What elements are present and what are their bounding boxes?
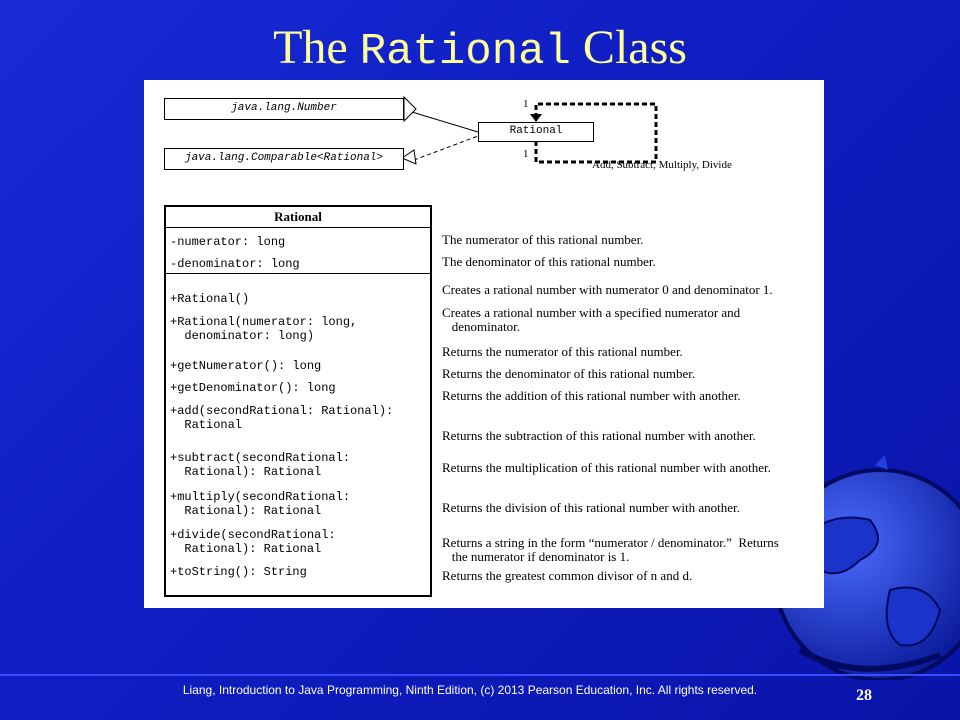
method-multiply: +multiply(secondRational: Rational): Rat… (170, 490, 351, 518)
desc-divide: Returns the division of this rational nu… (442, 500, 740, 515)
slide-title: The Rational Class (0, 18, 960, 82)
desc-denominator: The denominator of this rational number. (442, 254, 656, 269)
field-denominator: -denominator: long (170, 257, 300, 271)
multiplicity-top: 1 (523, 98, 529, 110)
desc-add: Returns the addition of this rational nu… (442, 388, 741, 403)
comparable-interface-label: java.lang.Comparable<Rational> (184, 152, 384, 164)
number-interface-label: java.lang.Number (231, 102, 337, 114)
number-interface-box: java.lang.Number (164, 98, 404, 120)
desc-subtract: Returns the subtraction of this rational… (442, 428, 756, 443)
title-code: Rational (359, 27, 571, 77)
desc-get-numerator: Returns the numerator of this rational n… (442, 344, 683, 359)
field-numerator: -numerator: long (170, 235, 286, 249)
self-association-label: Add, Subtract, Multiply, Divide (592, 159, 732, 171)
title-post: Class (570, 21, 687, 74)
uml-connectors (400, 95, 658, 165)
method-add: +add(secondRational: Rational): Rational (170, 404, 394, 432)
method-get-numerator: +getNumerator(): long (170, 359, 322, 373)
desc-constructor-default: Creates a rational number with numerator… (442, 282, 773, 297)
slide-footer: Liang, Introduction to Java Programming,… (182, 683, 758, 697)
footer-divider (0, 674, 960, 676)
method-get-denominator: +getDenominator(): long (170, 381, 336, 395)
multiplicity-bottom: 1 (523, 148, 529, 160)
method-subtract: +subtract(secondRational: Rational): Rat… (170, 451, 351, 479)
rational-small-box: Rational (478, 122, 594, 142)
page-number: 28 (856, 687, 872, 704)
class-fields (166, 228, 430, 274)
title-pre: The (273, 21, 360, 74)
desc-numerator: The numerator of this rational number. (442, 232, 644, 247)
method-constructor-default: +Rational() (170, 292, 250, 306)
method-to-string: +toString(): String (170, 565, 307, 579)
method-constructor-args: +Rational(numerator: long, denominator: … (170, 315, 358, 343)
rational-class-box: Rational -numerator: long -denominator: … (164, 205, 432, 597)
class-name: Rational (166, 207, 430, 228)
desc-gcd: Returns the greatest common divisor of n… (442, 568, 693, 583)
method-divide: +divide(secondRational: Rational): Ratio… (170, 528, 336, 556)
rational-small-label: Rational (509, 125, 563, 137)
desc-multiply: Returns the multiplication of this ratio… (442, 460, 771, 475)
desc-constructor-args: Creates a rational number with a specifi… (442, 305, 741, 334)
comparable-interface-box: java.lang.Comparable<Rational> (164, 148, 404, 170)
desc-get-denominator: Returns the denominator of this rational… (442, 366, 696, 381)
uml-diagram: java.lang.Number java.lang.Comparable<Ra… (144, 80, 824, 608)
desc-to-string: Returns a string in the form “numerator … (442, 535, 779, 564)
